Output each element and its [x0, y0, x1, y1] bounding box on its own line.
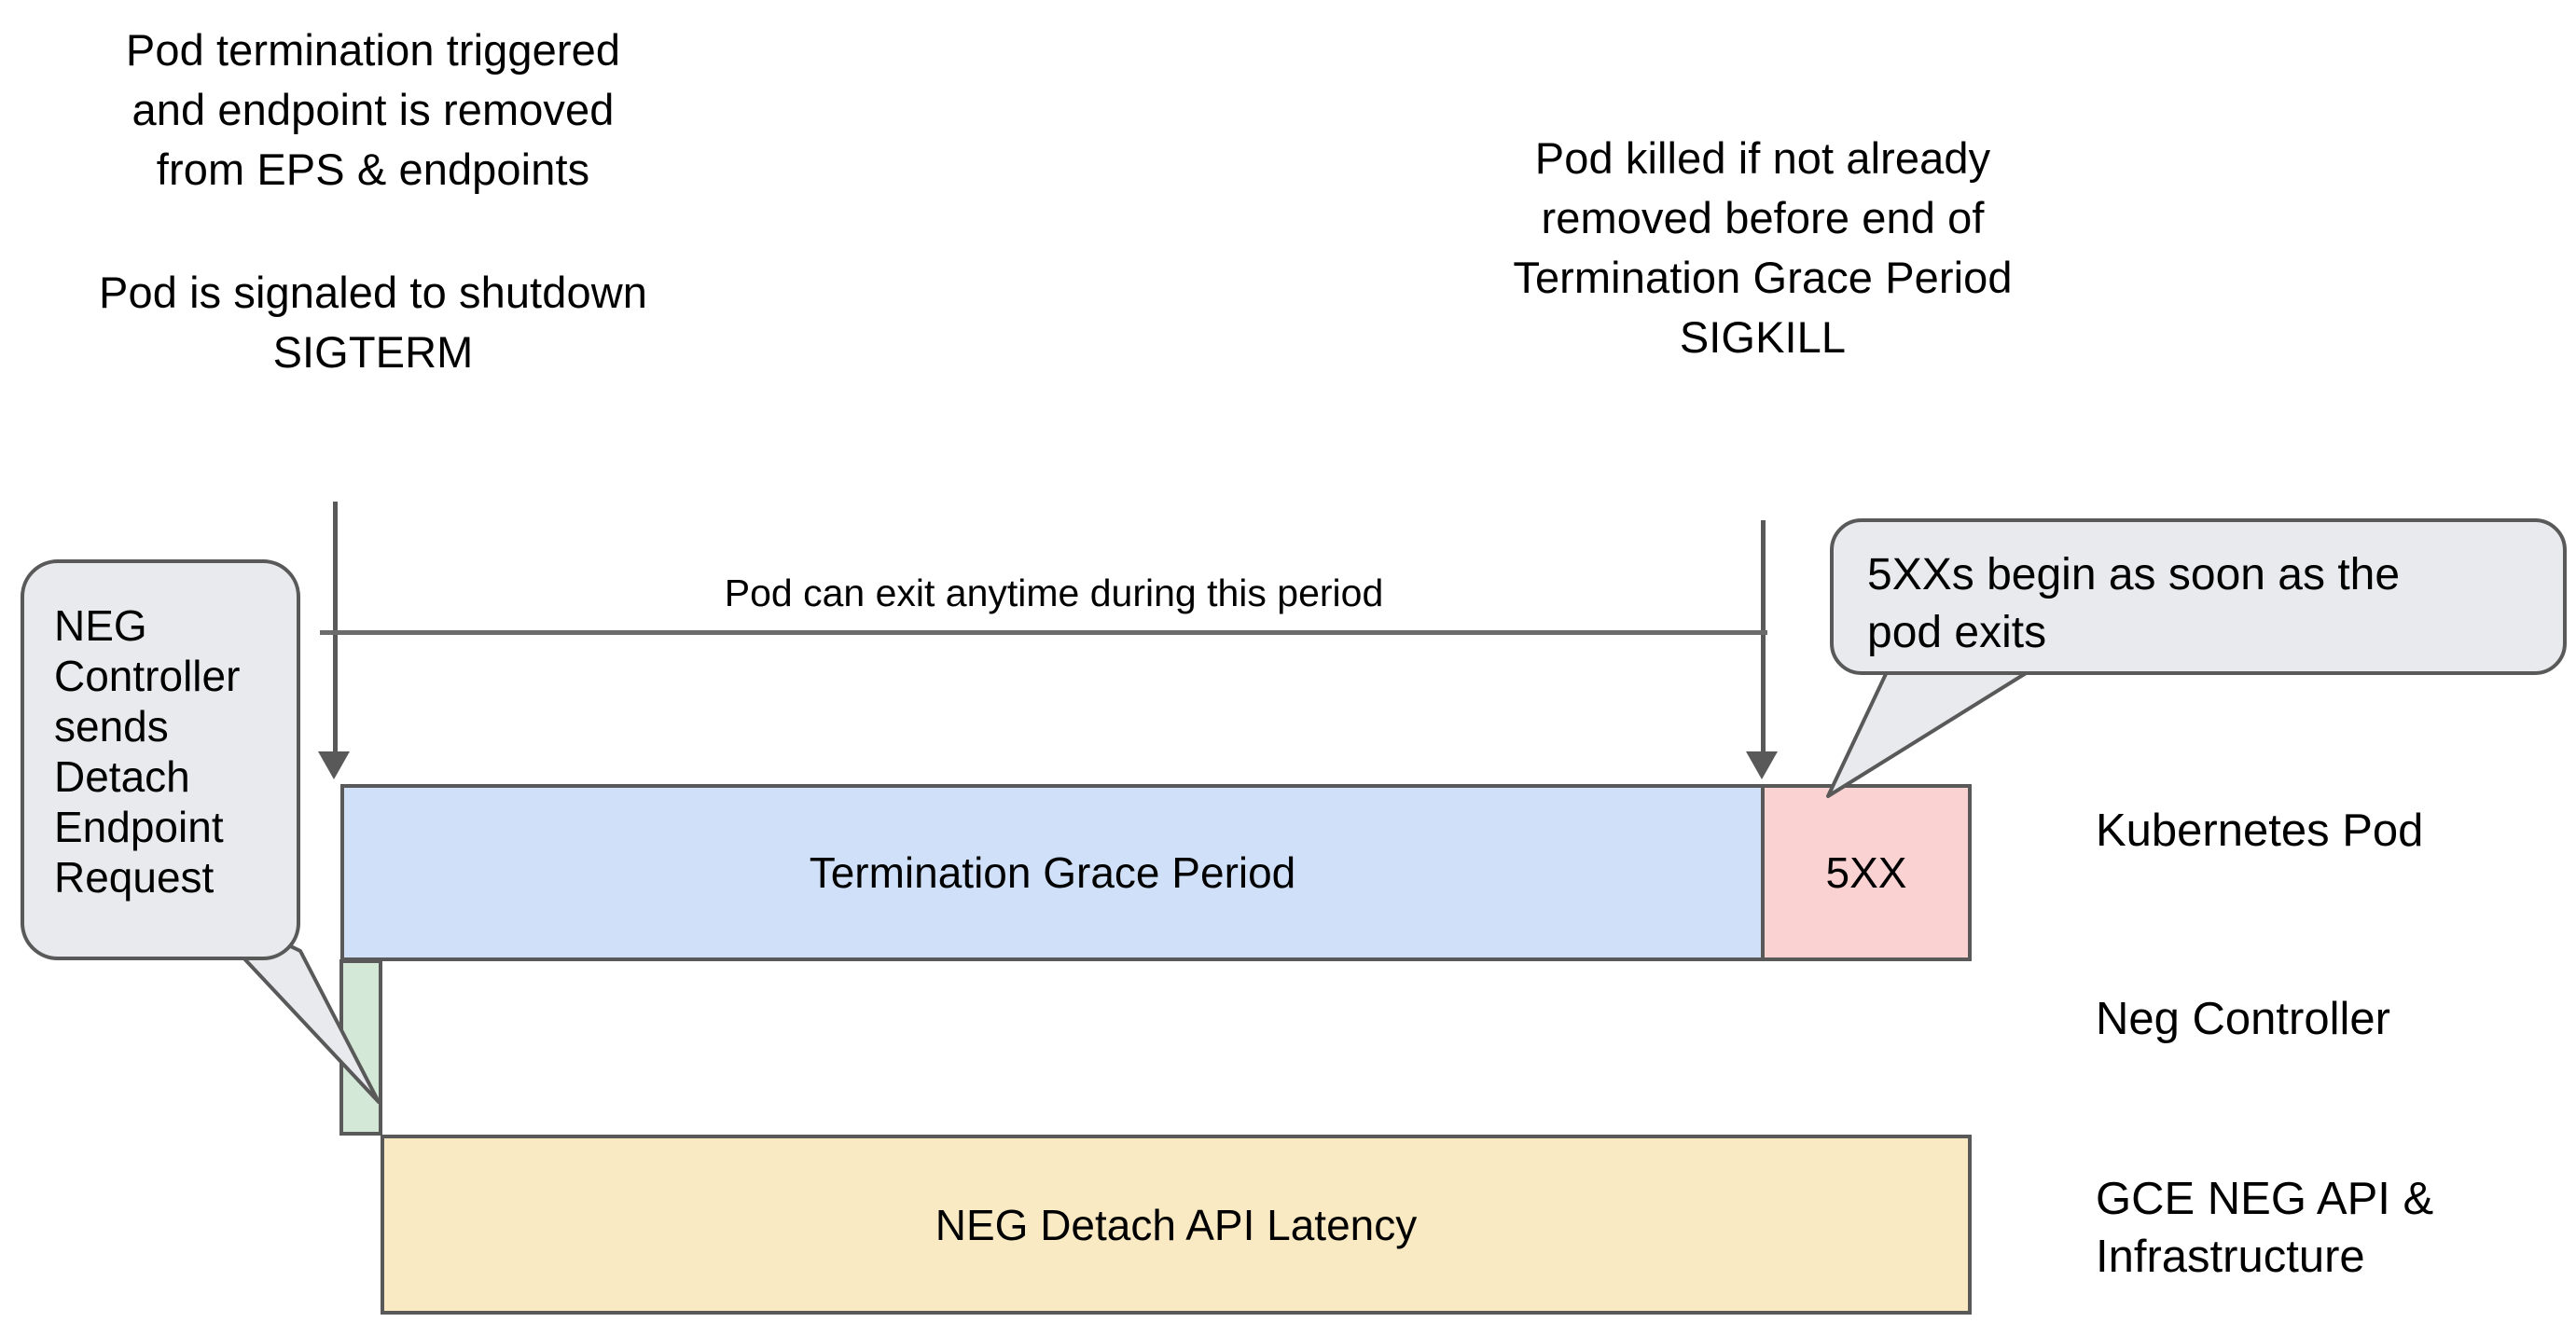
bar-termination-grace-period[interactable]: Termination Grace Period: [340, 784, 1765, 961]
note-pod-termination-triggered: Pod termination triggered and endpoint i…: [125, 25, 621, 194]
timeline-end-arrow-shaft: [1761, 520, 1766, 753]
callout-neg-controller-detach-request[interactable]: NEG Controller sends Detach Endpoint Req…: [21, 559, 300, 960]
timeline-start-arrow-shaft: [333, 502, 338, 753]
bar-neg-detach-api-latency[interactable]: NEG Detach API Latency: [381, 1135, 1972, 1315]
note-pod-signaled-sigterm: Pod is signaled to shutdown SIGTERM: [99, 268, 647, 377]
lane-label-gce-neg-api: GCE NEG API & Infrastructure: [2096, 1174, 2434, 1282]
pod-can-exit-label: Pod can exit anytime during this period: [724, 572, 1384, 614]
lane-label-neg-controller: Neg Controller: [2096, 994, 2390, 1044]
bar-5xx[interactable]: 5XX: [1761, 784, 1972, 961]
bar-neg-controller-detach[interactable]: [339, 959, 382, 1136]
timeline-end-arrow-head: [1746, 751, 1778, 779]
callout-5xx-begin[interactable]: 5XXs begin as soon as the pod exits: [1830, 518, 2567, 675]
grace-period-span-line: [320, 630, 1767, 635]
timeline-start-arrow-head: [318, 751, 350, 779]
note-pod-killed-sigkill: Pod killed if not already removed before…: [1513, 133, 2013, 362]
lane-label-kubernetes-pod: Kubernetes Pod: [2096, 806, 2424, 856]
